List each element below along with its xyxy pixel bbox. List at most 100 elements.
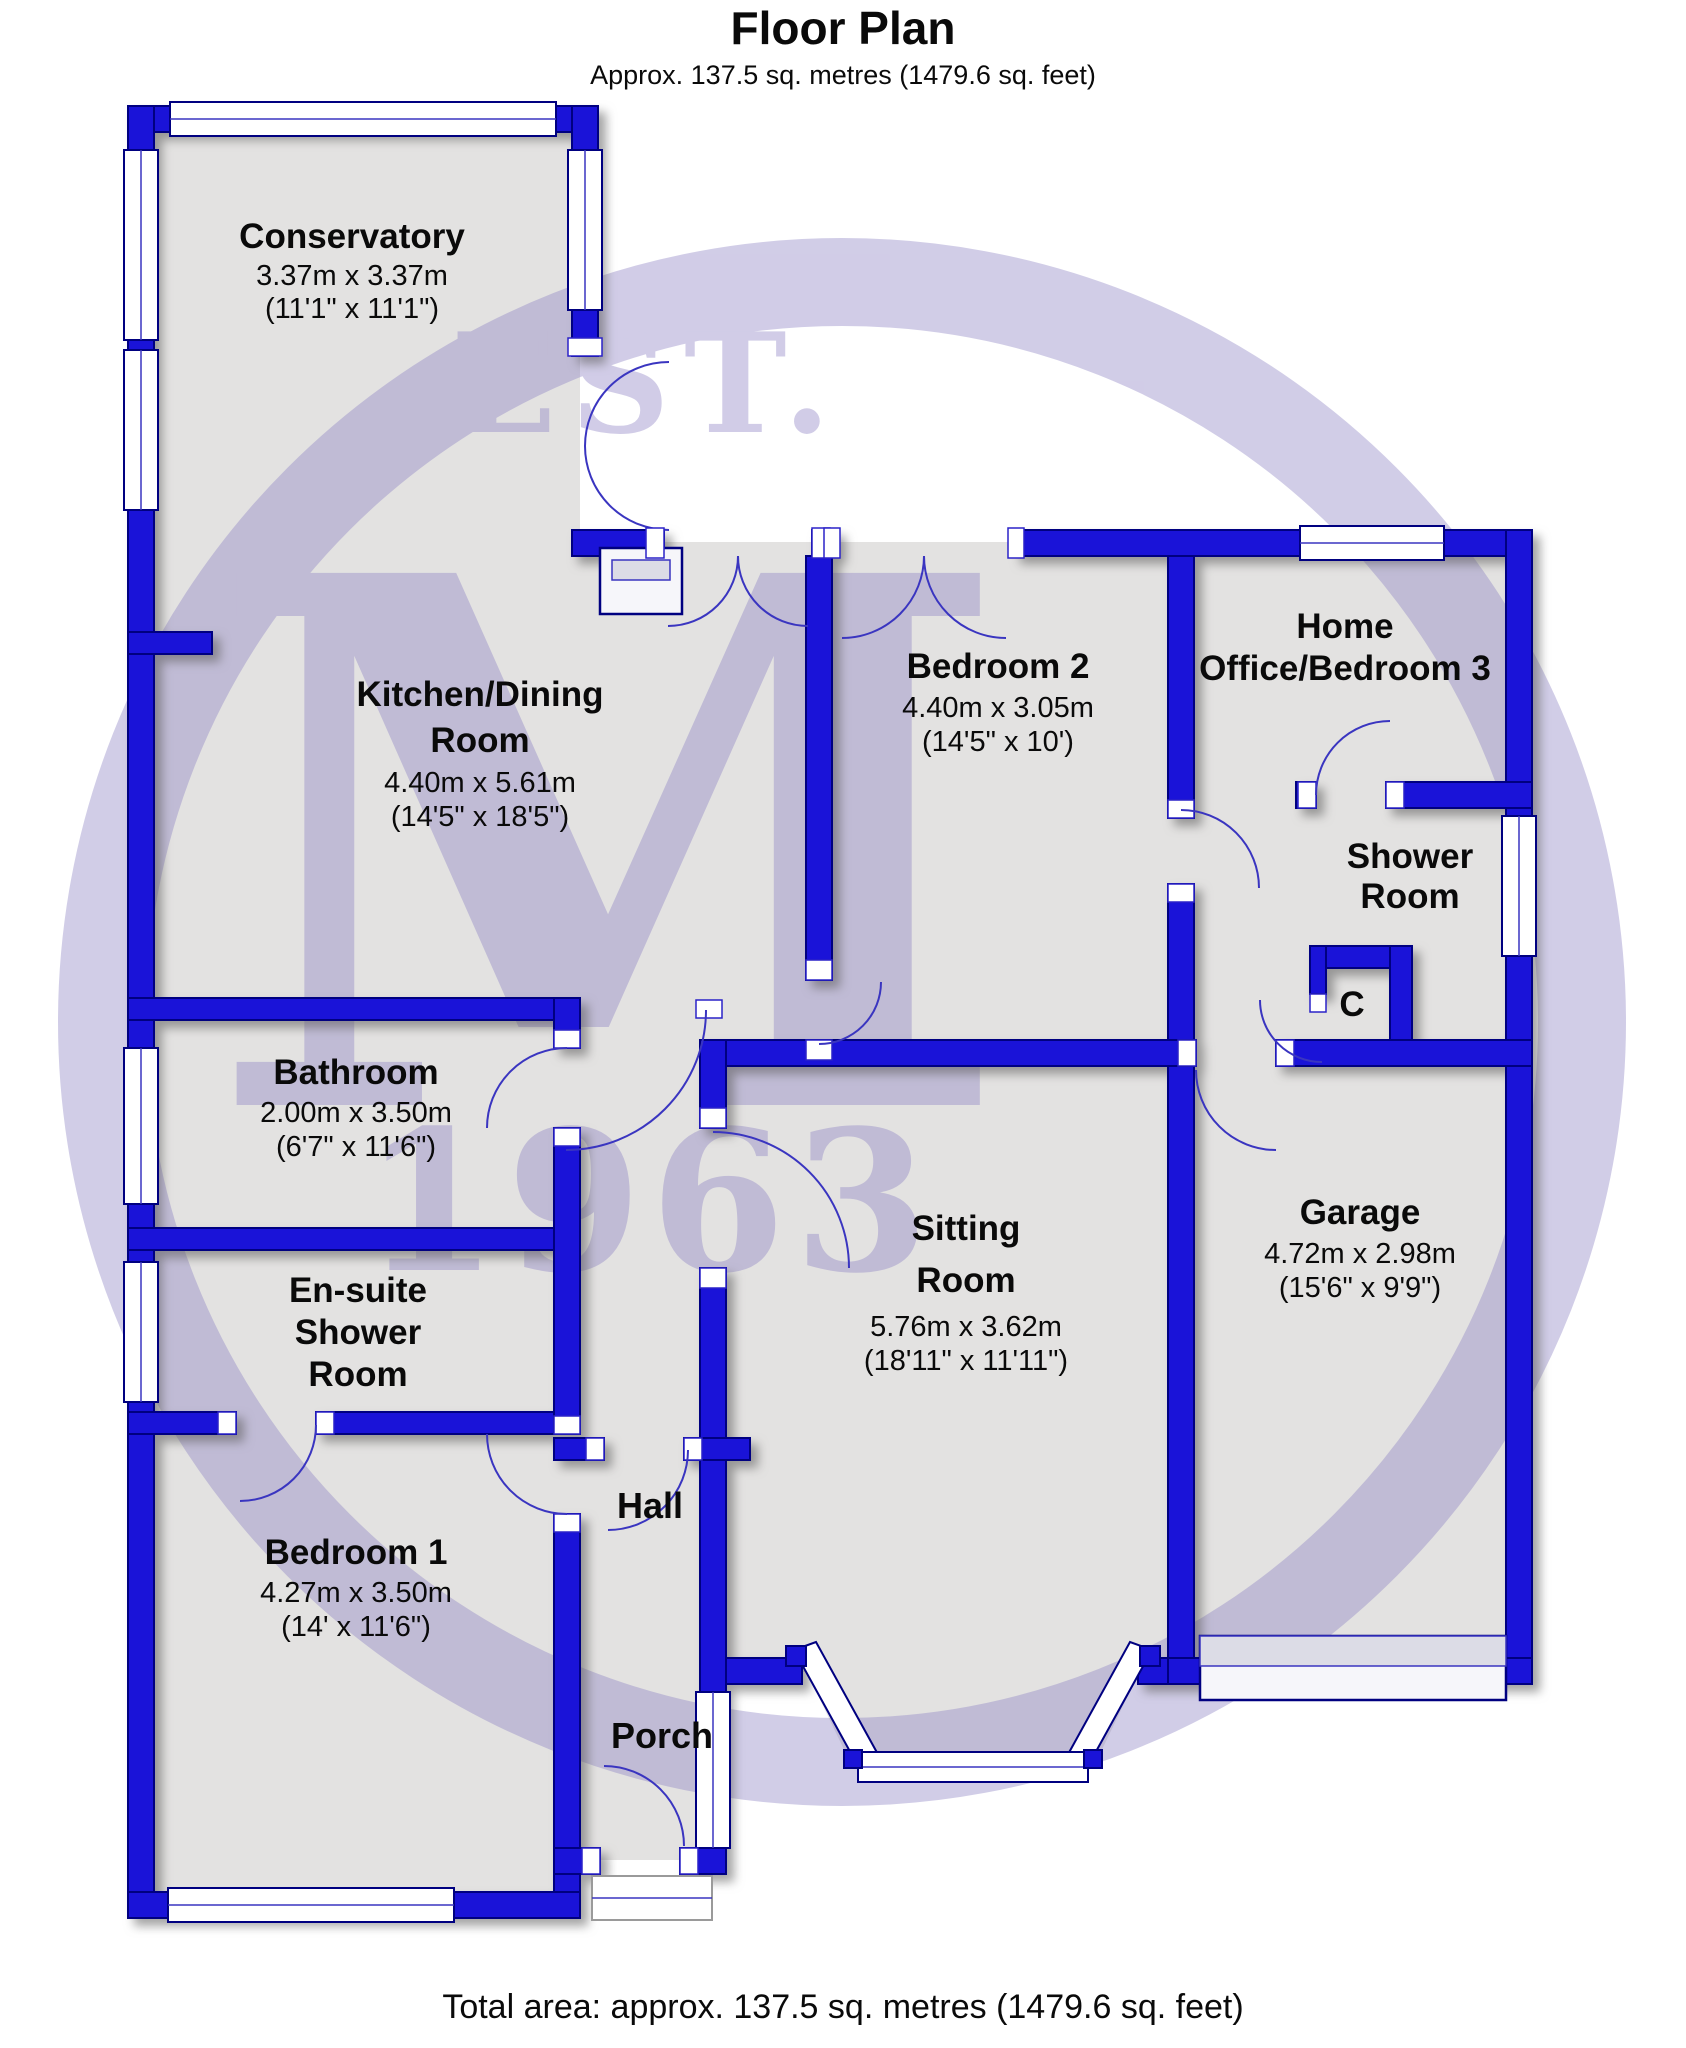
- wall-conservatory-bottom-stub: [127, 631, 213, 655]
- room-floors: [140, 118, 1520, 1908]
- room-name: Porch: [611, 1715, 713, 1756]
- room-dim-m: 2.00m x 3.50m: [260, 1097, 452, 1129]
- bathroom-door-arc: [486, 1047, 568, 1129]
- door-jamb: [699, 1107, 727, 1129]
- front-door-arc: [603, 1765, 685, 1847]
- office-door-arc: [1180, 809, 1260, 889]
- sitting-room-door-arc: [712, 1131, 850, 1269]
- doors: [217, 337, 1405, 1875]
- wall-east-outer: [1505, 529, 1533, 1685]
- bay-post: [785, 1645, 807, 1667]
- room-label-kitchen-dining: Kitchen/Dining Room 4.40m x 5.61m (14'5"…: [357, 675, 604, 833]
- door-jamb: [1385, 781, 1405, 809]
- wall-north-3: [1013, 529, 1533, 557]
- total-area-text: Total area: approx. 137.5 sq. metres (14…: [442, 1988, 1243, 2026]
- room-name: Shower: [1347, 837, 1474, 876]
- room-name: Conservatory: [239, 217, 465, 256]
- bedroom2-french-door-arc: [841, 555, 925, 639]
- door-jamb: [1167, 883, 1195, 903]
- room-dim-m: 4.40m x 5.61m: [384, 767, 576, 799]
- door-jamb: [695, 999, 723, 1019]
- bedroom1-south-window: [167, 1887, 455, 1923]
- room-label-sitting-room: Sitting Room 5.76m x 3.62m (18'11" x 11'…: [864, 1209, 1068, 1377]
- watermark-est: EST.: [451, 302, 845, 465]
- room-label-shower-room: Shower Room: [1347, 837, 1474, 916]
- door-jamb: [823, 527, 841, 559]
- door-jamb: [217, 1411, 237, 1435]
- garage-floor: [1180, 1052, 1520, 1672]
- room-name: Bathroom: [273, 1053, 438, 1092]
- room-name: Room: [430, 721, 529, 760]
- garage-door-arc: [1195, 1069, 1277, 1151]
- porch-step: [591, 1875, 713, 1921]
- conservatory-step: [598, 546, 684, 616]
- room-name: Kitchen/Dining: [357, 675, 604, 714]
- door-jamb: [645, 527, 665, 559]
- bedroom2-door-arc: [818, 981, 882, 1045]
- shower-room-door-arc: [1315, 720, 1391, 796]
- wall-bathroom-ensuite: [127, 1227, 581, 1251]
- conservatory-left-window-2: [123, 349, 159, 511]
- cupboard-door-arc: [1259, 999, 1323, 1063]
- room-label-hall: Hall: [617, 1485, 683, 1526]
- bay-post: [843, 1749, 863, 1769]
- windows: [123, 101, 1537, 1923]
- room-label-porch: Porch: [611, 1715, 713, 1756]
- garage-door: [1198, 1634, 1508, 1702]
- door-jamb: [1177, 1039, 1197, 1067]
- door-jamb: [679, 1847, 699, 1875]
- door-jamb: [553, 1029, 581, 1049]
- room-dim-m: 5.76m x 3.62m: [870, 1311, 1062, 1343]
- page-title: Floor Plan: [731, 2, 956, 54]
- room-dim-m: 3.37m x 3.37m: [256, 260, 448, 292]
- room-dim-ft: (14' x 11'6"): [281, 1611, 431, 1643]
- ensuite-west-window: [123, 1261, 159, 1403]
- room-name: Bedroom 2: [907, 647, 1090, 686]
- room-label-ensuite: En-suite Shower Room: [289, 1271, 427, 1394]
- room-name: Bedroom 1: [265, 1533, 448, 1572]
- room-name: Hall: [617, 1485, 683, 1526]
- room-dim-ft: (14'5" x 18'5"): [391, 801, 569, 833]
- room-dim-ft: (11'1" x 11'1"): [265, 293, 439, 325]
- porch-inner-door-arc: [607, 1449, 689, 1531]
- kitchen-french-door-arc: [737, 555, 809, 627]
- room-name: Room: [308, 1355, 407, 1394]
- door-jamb: [1297, 781, 1317, 809]
- wall-bedroom2-office-upper: [1167, 555, 1195, 819]
- room-name: Garage: [1300, 1193, 1421, 1232]
- kitchen-hall-door-arc: [565, 1009, 707, 1151]
- porch-east-window: [695, 1691, 731, 1849]
- wall-cupboard-left: [1309, 945, 1327, 995]
- room-dim-ft: (15'6" x 9'9"): [1279, 1272, 1441, 1304]
- wall-garage-left: [1167, 1065, 1195, 1685]
- wall-shower-top: [1385, 781, 1533, 809]
- kitchen-french-door-arc: [667, 555, 739, 627]
- door-jamb: [805, 959, 833, 981]
- door-jamb: [581, 1847, 601, 1875]
- wall-ensuite-bedroom1-b: [315, 1411, 581, 1435]
- room-name: Home: [1296, 607, 1393, 646]
- room-label-bathroom: Bathroom 2.00m x 3.50m (6'7" x 11'6"): [260, 1053, 452, 1163]
- room-label-cupboard: C: [1339, 985, 1364, 1024]
- room-name: Office/Bedroom 3: [1199, 649, 1491, 688]
- bay-floor: [800, 1658, 1146, 1762]
- shower-room-east-window: [1501, 815, 1537, 957]
- bay-post: [1139, 1645, 1161, 1667]
- conservatory-door-arc: [584, 361, 670, 447]
- room-label-garage: Garage 4.72m x 2.98m (15'6" x 9'9"): [1264, 1193, 1456, 1304]
- room-dim-ft: (18'11" x 11'11"): [864, 1345, 1068, 1377]
- room-name: Sitting: [912, 1209, 1021, 1248]
- page-subtitle: Approx. 137.5 sq. metres (1479.6 sq. fee…: [590, 60, 1096, 90]
- room-name: Shower: [295, 1313, 422, 1352]
- conservatory-left-window-1: [123, 149, 159, 341]
- door-jamb: [1007, 527, 1025, 559]
- north-wing-floor: [580, 542, 1520, 1062]
- door-jamb: [567, 337, 603, 357]
- room-label-bedroom1: Bedroom 1 4.27m x 3.50m (14' x 11'6"): [260, 1533, 452, 1643]
- conservatory-top-window: [169, 101, 557, 137]
- room-labels: Conservatory 3.37m x 3.37m (11'1" x 11'1…: [239, 217, 1491, 1756]
- wall-bedroom2-office-lower: [1167, 883, 1195, 1041]
- bedroom1-door-arc: [486, 1433, 568, 1515]
